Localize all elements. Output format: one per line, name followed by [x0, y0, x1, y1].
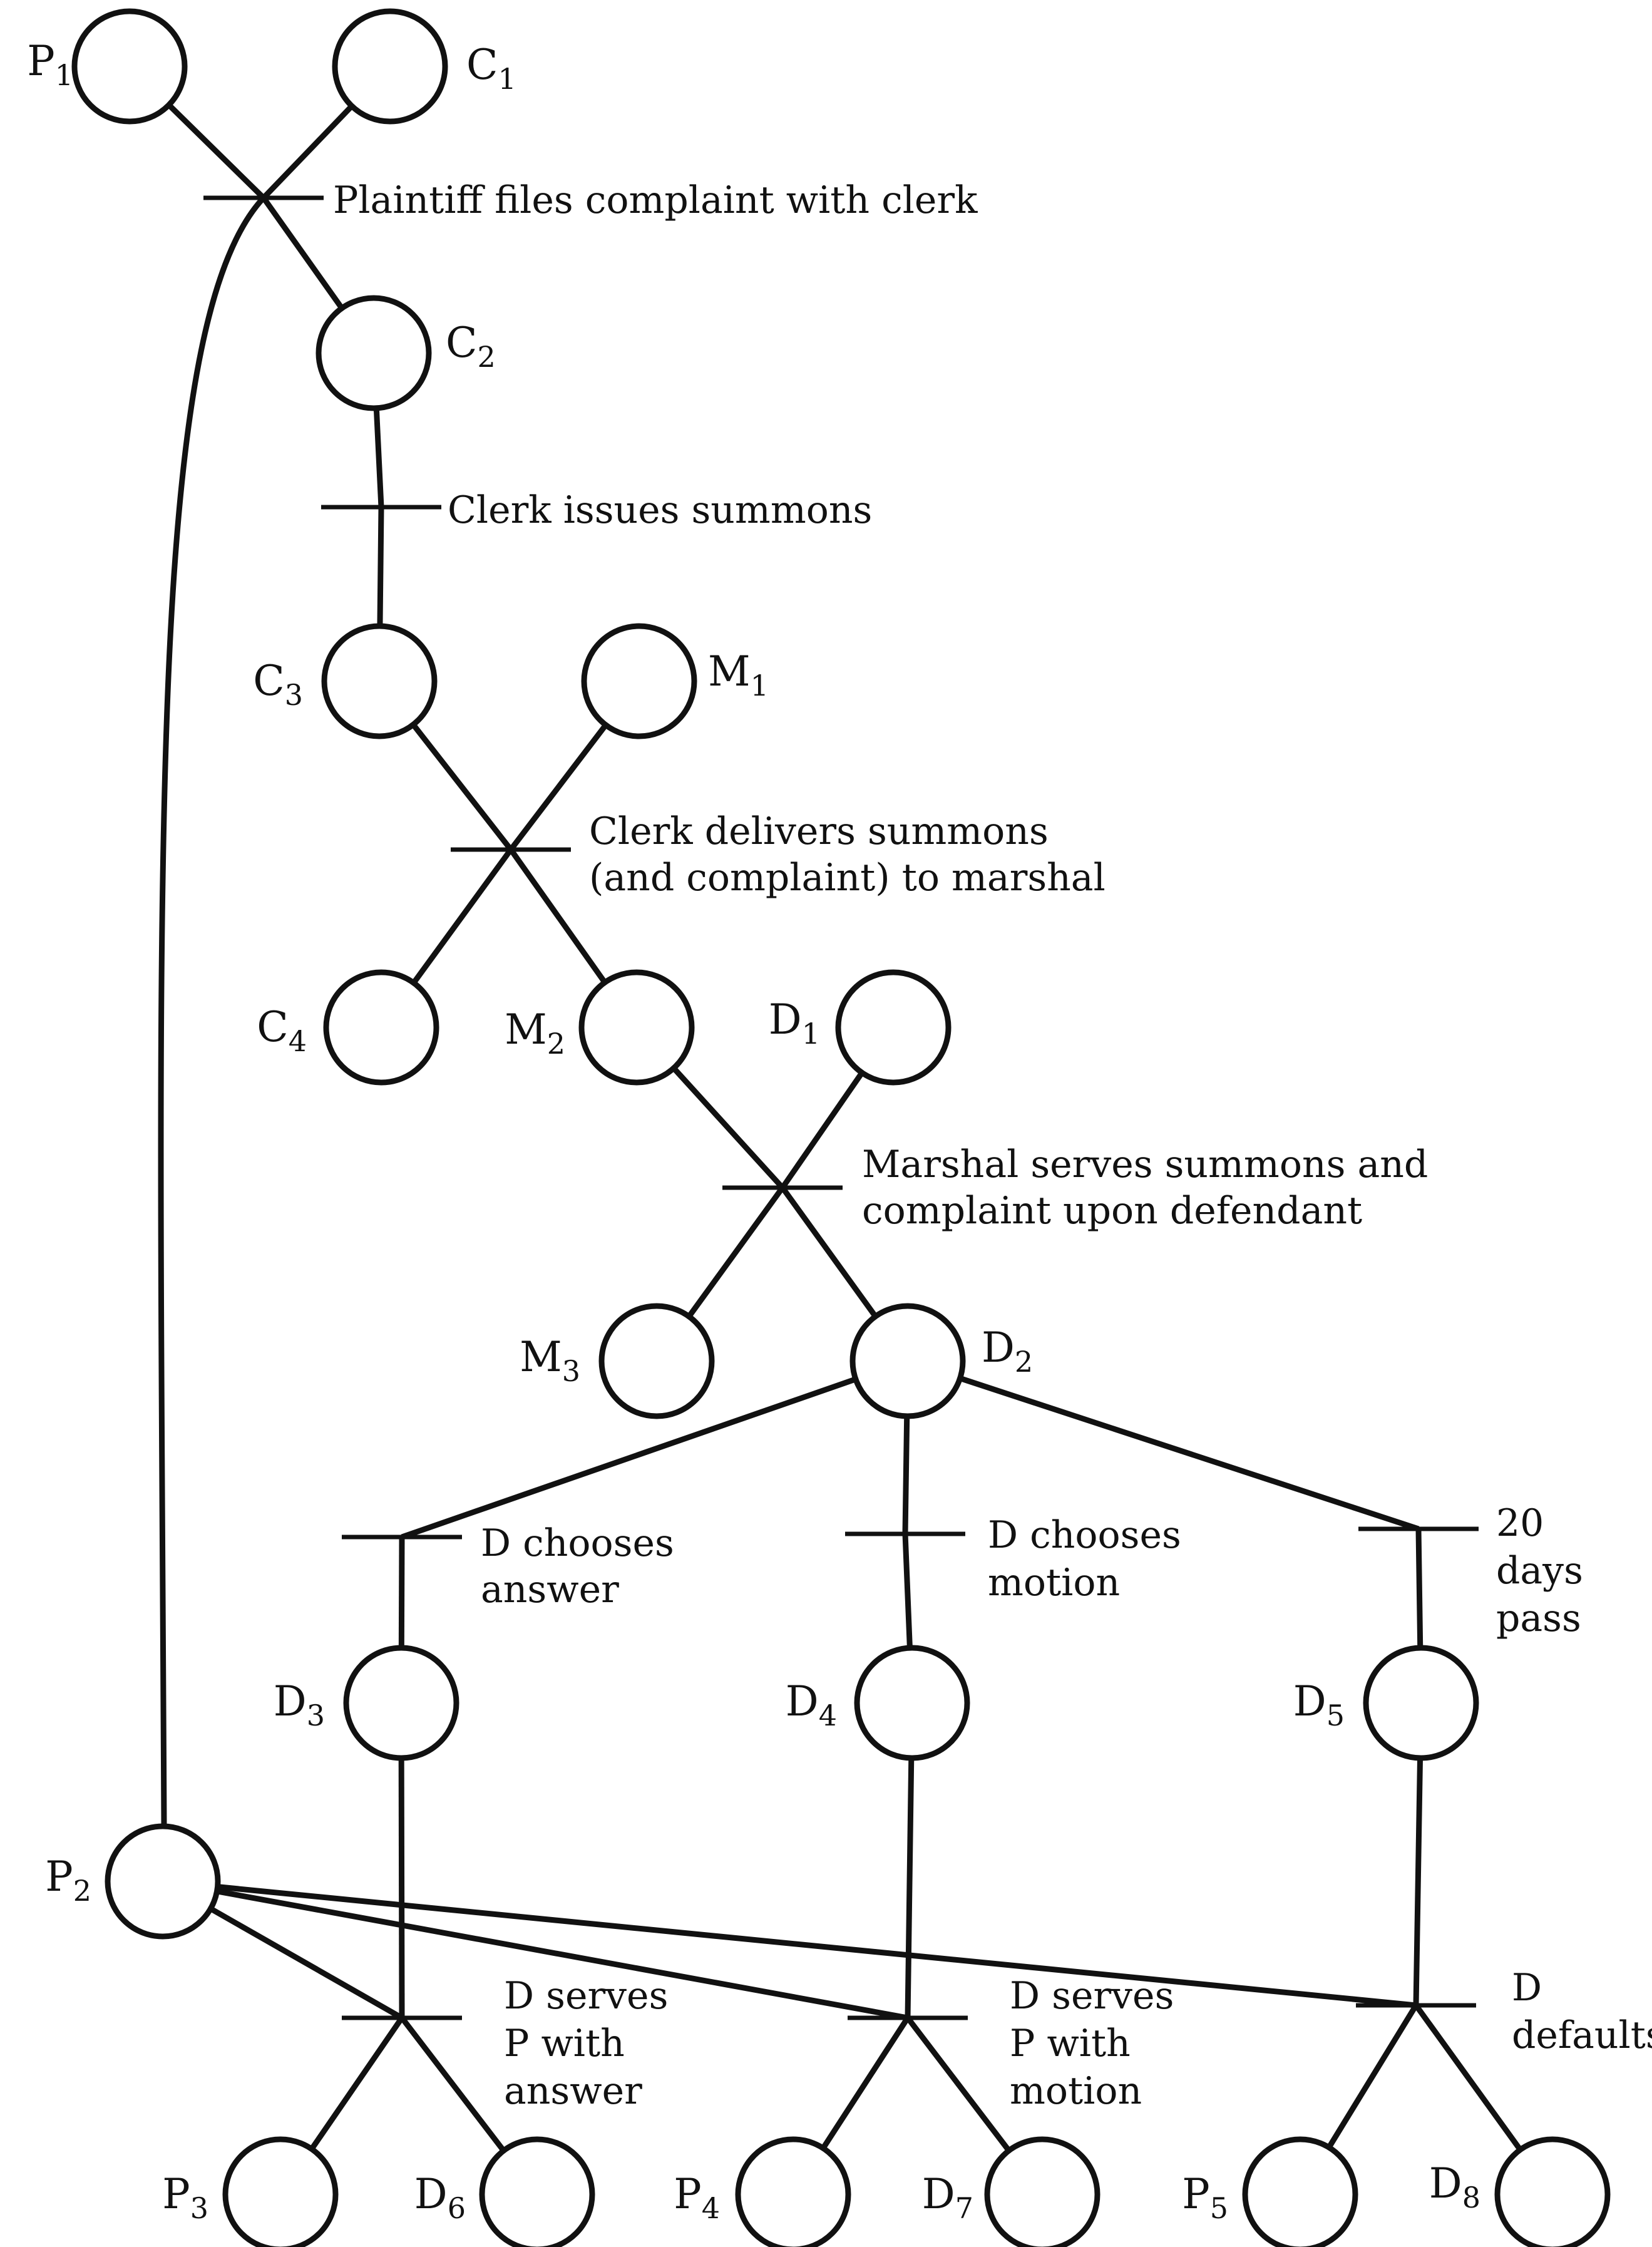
place-M3	[598, 1303, 715, 1419]
arc-D2-to-t5	[401, 1376, 857, 1540]
place-label-D1: D1	[769, 995, 820, 1051]
place-P2	[105, 1823, 221, 1940]
place-label-M2: M2	[505, 1005, 565, 1061]
place-D6	[479, 2136, 595, 2247]
place-M1	[581, 623, 697, 739]
place-label-D6: D6	[414, 2170, 466, 2225]
place-C2	[316, 295, 432, 411]
place-D8	[1494, 2136, 1611, 2247]
place-label-D8: D8	[1429, 2159, 1480, 2214]
arc-M1-to-t3	[508, 723, 608, 851]
place-label-C3: C3	[253, 657, 303, 712]
arc-t6-to-D4	[902, 1533, 913, 1648]
arc-C1-to-t1	[261, 104, 354, 200]
place-label-M3: M3	[520, 1333, 580, 1388]
transition-label-t2: Clerk issues summons	[448, 488, 872, 532]
arc-D1-to-t4	[780, 1071, 864, 1190]
arc-t3-to-M2	[508, 848, 607, 984]
arc-t9-to-D7	[905, 2016, 1012, 2152]
arc-t4-to-D2	[780, 1186, 878, 1319]
arc-P2-to-t8	[209, 1906, 404, 2020]
arc-C2-to-t2	[373, 408, 384, 508]
place-P3	[222, 2136, 339, 2247]
place-C4	[323, 969, 439, 1086]
transitions-layer	[203, 195, 1479, 2020]
arc-t9-to-P4	[821, 2016, 910, 2150]
place-label-P3: P3	[162, 2170, 208, 2225]
place-label-D3: D3	[274, 1677, 325, 1732]
arc-C3-to-t3	[411, 722, 513, 851]
place-P4	[735, 2136, 851, 2247]
arc-t8-to-P3	[309, 2016, 404, 2151]
arc-t10-to-P5	[1326, 2003, 1419, 2149]
place-D2	[849, 1303, 966, 1419]
arc-t1-to-P2	[158, 195, 266, 1826]
arc-t4-to-M3	[687, 1186, 785, 1319]
arc-P1-to-t1	[167, 103, 266, 200]
place-D1	[835, 969, 952, 1086]
arc-t3-to-C4	[411, 848, 513, 985]
place-label-P1: P1	[27, 37, 73, 92]
place-label-D4: D4	[786, 1677, 837, 1732]
place-P1	[71, 8, 188, 125]
place-D4	[854, 1645, 970, 1761]
arc-t8-to-D6	[399, 2016, 506, 2152]
place-C3	[321, 623, 438, 739]
transition-label-t3: Clerk delivers summons(and complaint) to…	[589, 810, 1106, 900]
labels-layer: Plaintiff files complaint with clerkCler…	[27, 37, 1652, 2225]
arc-D4-to-t9	[905, 1757, 915, 2018]
place-P5	[1242, 2136, 1358, 2247]
arc-M2-to-t4	[671, 1066, 785, 1190]
arc-D2-to-t6	[902, 1416, 910, 1535]
place-M2	[578, 969, 695, 1086]
place-label-C4: C4	[257, 1003, 307, 1058]
place-C1	[332, 8, 448, 125]
arc-t1-to-C2	[261, 196, 344, 310]
place-label-D2: D2	[982, 1324, 1033, 1379]
place-D7	[984, 2136, 1100, 2247]
place-label-D5: D5	[1293, 1677, 1345, 1732]
place-label-C2: C2	[446, 319, 496, 374]
place-label-D7: D7	[922, 2170, 973, 2225]
place-label-M1: M1	[708, 647, 769, 702]
arc-P2-to-t9	[216, 1888, 908, 2021]
places-layer	[71, 8, 1611, 2247]
place-label-C1: C1	[466, 41, 516, 96]
transition-label-t1: Plaintiff files complaint with clerk	[333, 178, 978, 222]
arc-t5-to-D3	[398, 1536, 405, 1648]
arc-P2-to-t10	[217, 1884, 1417, 2008]
arc-t10-to-D8	[1413, 2003, 1523, 2152]
place-label-P2: P2	[45, 1853, 91, 1908]
arc-D5-to-t10	[1413, 1757, 1424, 2006]
arc-D2-to-t7	[959, 1375, 1420, 1532]
arc-t7-to-D5	[1415, 1528, 1424, 1648]
arcs-layer	[158, 103, 1523, 2152]
arc-t2-to-C3	[377, 506, 384, 627]
place-label-P5: P5	[1182, 2170, 1228, 2225]
place-D3	[343, 1645, 459, 1761]
arc-D3-to-t8	[398, 1757, 405, 2018]
place-D5	[1363, 1645, 1479, 1761]
place-label-P4: P4	[674, 2170, 720, 2225]
